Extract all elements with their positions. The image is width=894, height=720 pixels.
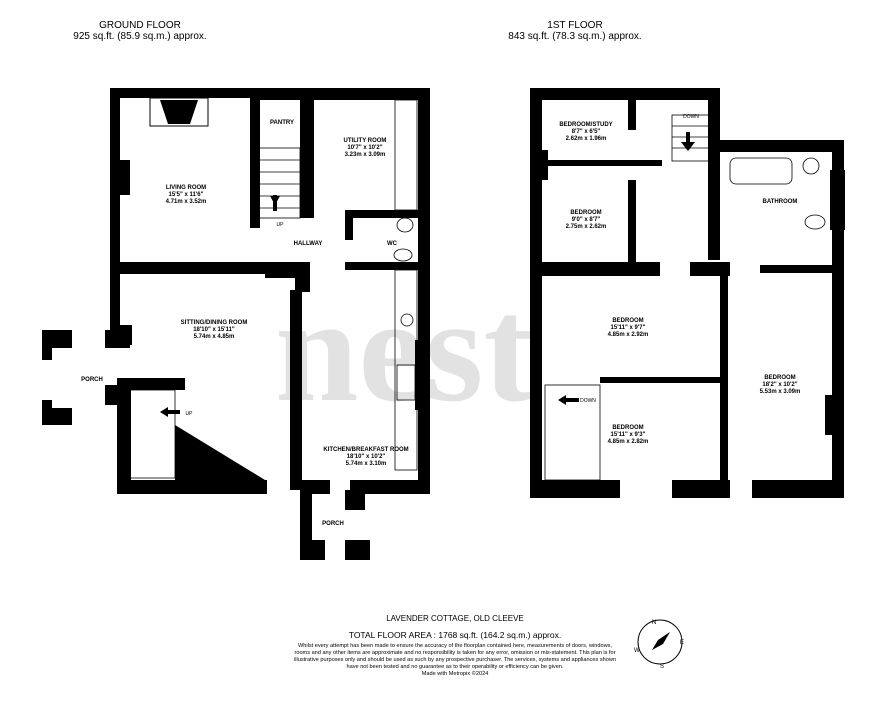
- sitting-dining-label: SITTING/DINING ROOM: [181, 320, 248, 326]
- svg-text:2.75m x 2.62m: 2.75m x 2.62m: [566, 224, 607, 230]
- porch-south-label: PORCH: [322, 521, 344, 527]
- kitchen-label: KITCHEN/BREAKFAST ROOM: [323, 447, 408, 453]
- first-floor-title: 1ST FLOOR: [547, 20, 603, 31]
- svg-text:5.53m x 3.09m: 5.53m x 3.09m: [760, 389, 801, 395]
- svg-text:3.23m x 3.09m: 3.23m x 3.09m: [345, 152, 386, 158]
- svg-text:18'2" x 10'2": 18'2" x 10'2": [762, 382, 797, 388]
- bedroom-small-label: BEDROOM: [570, 210, 601, 216]
- utility-room-label: UTILITY ROOM: [344, 138, 387, 144]
- top-stairs-arrow: [681, 142, 695, 151]
- lower-stairs-down-label: DOWN: [580, 398, 596, 404]
- svg-text:4.85m x 2.82m: 4.85m x 2.82m: [608, 439, 649, 445]
- sitting-stairs-arrow: [160, 407, 168, 417]
- ground-floor-heading: GROUND FLOOR 925 sq.ft. (85.9 sq.m.) app…: [55, 20, 225, 42]
- porch-west-label: PORCH: [81, 377, 103, 383]
- svg-text:4.71m x 3.52m: 4.71m x 3.52m: [166, 199, 207, 205]
- compass-icon: N E S W: [634, 619, 684, 670]
- svg-text:15'5" x 11'6": 15'5" x 11'6": [169, 192, 204, 198]
- compass-east: E: [680, 640, 684, 646]
- top-stairs-down-label: DOWN: [683, 114, 699, 120]
- svg-text:5.74m x 4.85m: 5.74m x 4.85m: [194, 334, 235, 340]
- svg-text:9'0" x 8'7": 9'0" x 8'7": [572, 217, 601, 223]
- svg-text:18'10" x 15'11": 18'10" x 15'11": [193, 327, 235, 333]
- svg-text:4.85m x 2.92m: 4.85m x 2.92m: [608, 332, 649, 338]
- made-with-credit: Made with Metropix ©2024: [421, 671, 489, 677]
- svg-text:5.74m x 3.10m: 5.74m x 3.10m: [346, 461, 387, 467]
- svg-text:15'11" x 9'7": 15'11" x 9'7": [611, 325, 646, 331]
- compass-west: W: [634, 648, 640, 654]
- hallway-label: HALLWAY: [294, 241, 323, 247]
- ground-floor-title: GROUND FLOOR: [99, 20, 181, 31]
- svg-text:8'7" x 6'5": 8'7" x 6'5": [572, 129, 601, 135]
- first-floor-heading: 1ST FLOOR 843 sq.ft. (78.3 sq.m.) approx…: [490, 20, 660, 42]
- bedroom-large-label: BEDROOM: [764, 375, 795, 381]
- svg-text:2.62m x 1.96m: 2.62m x 1.96m: [566, 136, 607, 142]
- first-floor-labels: BEDROOM/STUDY 8'7" x 6'5" 2.62m x 1.96m …: [559, 114, 800, 445]
- compass-south: S: [660, 664, 664, 670]
- pantry-label: PANTRY: [270, 120, 294, 126]
- compass-north: N: [652, 620, 656, 626]
- ground-floor-labels: LIVING ROOM 15'5" x 11'6" 4.71m x 3.52m …: [81, 120, 409, 527]
- svg-text:10'7" x 10'2": 10'7" x 10'2": [347, 145, 382, 151]
- disclaimer: Whilst every attempt has been made to en…: [260, 643, 650, 678]
- first-floor-walls: [530, 88, 845, 498]
- bedroom-study-label: BEDROOM/STUDY: [559, 122, 612, 128]
- first-floor-area: 843 sq.ft. (78.3 sq.m.) approx.: [508, 31, 642, 42]
- first-floor-fixtures: [544, 114, 826, 481]
- watermark-text: nest: [275, 280, 533, 420]
- nest-watermark-logo: nest: [275, 280, 533, 420]
- total-floor-area: TOTAL FLOOR AREA : 1768 sq.ft. (164.2 sq…: [348, 630, 562, 640]
- living-room-label: LIVING ROOM: [166, 185, 206, 191]
- lower-stairs-arrow: [558, 395, 566, 405]
- bedroom-lower-label: BEDROOM: [612, 425, 643, 431]
- ground-floor-walls: [42, 88, 430, 560]
- property-address: LAVENDER COTTAGE, OLD CLEEVE: [386, 614, 524, 623]
- svg-text:18'10" x 10'2": 18'10" x 10'2": [347, 454, 386, 460]
- hall-stairs-up-label: UP: [277, 222, 285, 228]
- wc-label: WC: [387, 241, 398, 247]
- bathroom-label: BATHROOM: [763, 199, 798, 205]
- sitting-stairs-up-label: UP: [186, 411, 194, 417]
- ground-floor-fixtures: [110, 99, 418, 479]
- disclaimer-text: Whilst every attempt has been made to en…: [293, 643, 617, 670]
- bedroom-mid-label: BEDROOM: [612, 318, 643, 324]
- svg-text:15'11" x 9'3": 15'11" x 9'3": [611, 432, 646, 438]
- ground-floor-area: 925 sq.ft. (85.9 sq.m.) approx.: [73, 31, 207, 42]
